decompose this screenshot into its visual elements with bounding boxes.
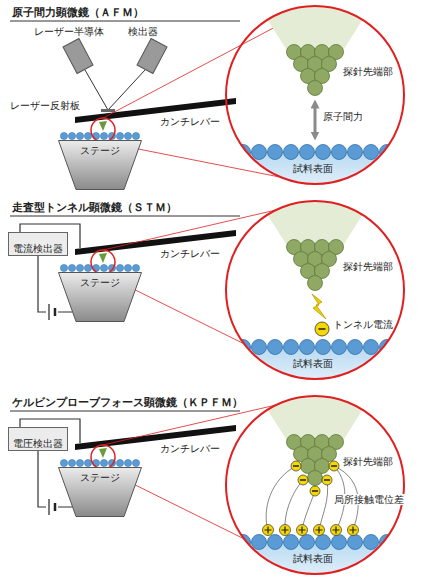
drawing-part — [137, 39, 167, 74]
magnified-view — [219, 0, 420, 197]
stage-outline — [59, 141, 142, 190]
cantilever-assembly — [60, 230, 236, 274]
drawing-part — [319, 328, 326, 330]
drawing-part — [293, 466, 337, 491]
part-label: 検出器 — [128, 26, 158, 38]
stage-trapezoid: ステージ — [58, 140, 142, 190]
drawing-part — [219, 390, 420, 585]
detector-label: 電圧検出器 — [13, 438, 63, 449]
panel-title: 原子間力顕微鏡（ＡＦＭ） — [12, 6, 144, 19]
drawing-part — [48, 304, 49, 320]
stage-outline — [59, 273, 142, 322]
part-label: 探針先端部 — [343, 66, 393, 77]
electron-symbol — [315, 322, 329, 336]
drawing-part — [319, 480, 328, 530]
cantilever-assembly — [60, 425, 236, 469]
stage-trapezoid: ステージ — [58, 467, 142, 517]
drawing-part — [63, 39, 93, 74]
part-label: 試料表面 — [293, 553, 333, 565]
positive-charges — [263, 525, 359, 536]
panel-title: 走査型トンネル顕微鏡（ＳＴＭ） — [12, 201, 177, 214]
part-label: トンネル電流 — [333, 319, 393, 331]
part-label: レーザー反射板 — [10, 100, 80, 112]
drawing-part — [219, 195, 420, 392]
lightning-symbol — [312, 294, 326, 319]
magnified-view — [219, 390, 420, 585]
part-label: 探針先端部 — [343, 261, 393, 272]
force-arrow — [314, 104, 317, 136]
afm-panel — [10, 0, 420, 197]
zoom-circle — [226, 396, 404, 574]
title-rule — [10, 216, 240, 217]
drawing-part — [54, 308, 57, 316]
detector-box: 電流検出器 — [8, 232, 68, 256]
zoom-circle — [226, 6, 404, 184]
part-label: 探針先端部 — [343, 456, 393, 467]
drawing-part — [219, 195, 420, 392]
zoom-circle — [226, 201, 404, 379]
laser-semiconductor — [63, 39, 93, 74]
drawing-part — [219, 390, 420, 585]
detector-box: 電圧検出器 — [8, 427, 68, 451]
magnified-view — [219, 195, 420, 392]
part-label: カンチレバー — [160, 248, 220, 260]
part-label: 原子間力 — [323, 111, 363, 123]
drawing-part — [219, 0, 420, 197]
part-label: 局所接触電位差 — [333, 494, 405, 505]
part-label: カンチレバー — [160, 116, 220, 128]
reflector-plate — [101, 109, 115, 112]
part-label: カンチレバー — [160, 443, 220, 455]
stage-label: ステージ — [80, 472, 120, 484]
detector-label: 電流検出器 — [13, 243, 63, 254]
drawing-part — [46, 498, 58, 516]
part-label: 試料表面 — [293, 163, 333, 175]
stage-trapezoid: ステージ — [58, 272, 142, 322]
panel-title: ケルビンプローブフォース顕微鏡（ＫＰＦＭ） — [12, 396, 243, 409]
stage-label: ステージ — [80, 277, 120, 289]
laser-beam — [85, 70, 145, 110]
battery-symbol — [46, 498, 58, 516]
drawing-part — [54, 503, 57, 511]
stm-panel — [10, 195, 420, 392]
part-label: 試料表面 — [293, 358, 333, 370]
drawing-part — [265, 527, 357, 534]
detector-symbol — [137, 39, 167, 74]
drawing-part — [302, 491, 315, 530]
negative-charges — [291, 461, 339, 496]
title-rule — [10, 21, 240, 22]
cantilever-assembly — [60, 98, 236, 142]
part-label: レーザー半導体 — [34, 26, 104, 38]
drawing-part — [46, 303, 58, 321]
stage-outline — [59, 468, 142, 517]
stage-label: ステージ — [80, 145, 120, 157]
drawing-part — [285, 480, 303, 530]
battery-symbol — [46, 303, 58, 321]
kpfm-panel — [10, 390, 420, 585]
title-rule — [10, 411, 240, 412]
drawing-part — [48, 499, 49, 515]
